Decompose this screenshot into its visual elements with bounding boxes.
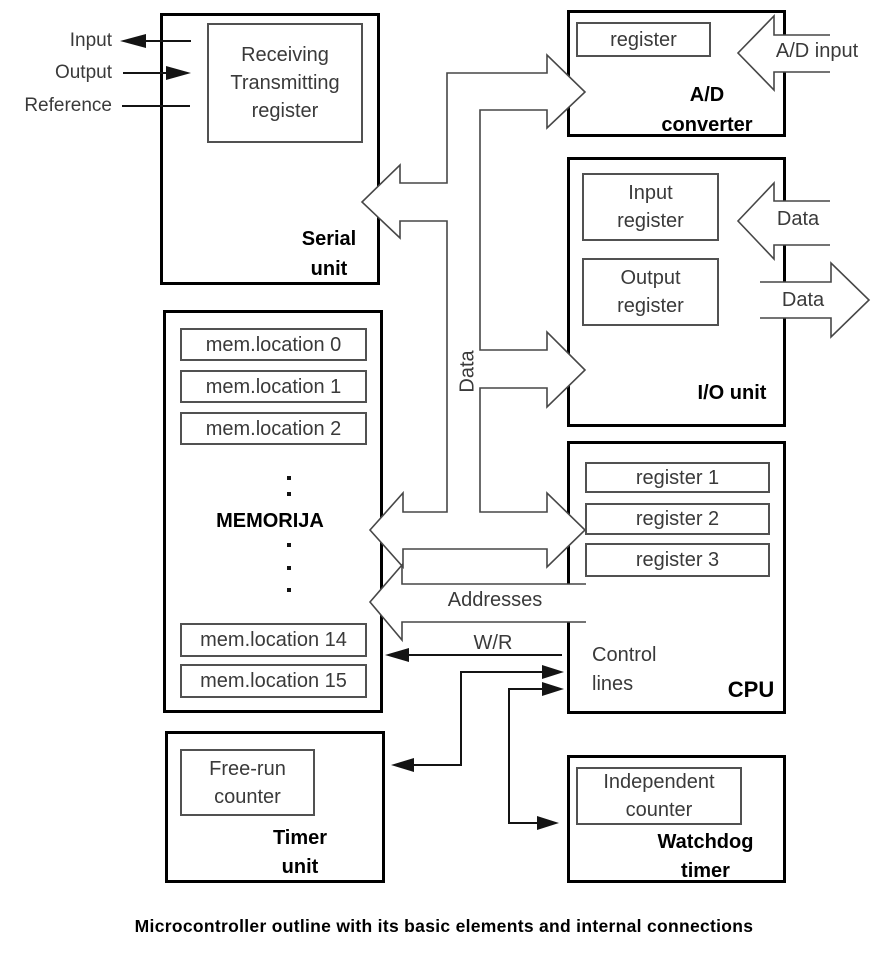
mem-location-14-label: mem.location 14 bbox=[200, 629, 347, 651]
ad-converter-title: A/D converter bbox=[627, 80, 787, 140]
pin-label-output: Output bbox=[54, 62, 112, 83]
pin-label-input: Input bbox=[69, 30, 112, 51]
control-lines-line2: lines bbox=[592, 673, 634, 695]
watchdog-timer-title: Watchdog timer bbox=[618, 828, 793, 886]
output-register-line1: Output bbox=[620, 267, 681, 289]
pin-label-reference: Reference bbox=[24, 95, 112, 116]
output-pin-arrowhead bbox=[166, 66, 191, 80]
watchdog-timer-title-line2: timer bbox=[681, 860, 730, 882]
io-data-in-arrow-fill bbox=[738, 183, 830, 259]
free-run-line2: counter bbox=[214, 785, 281, 808]
mem-location-14-box: mem.location 14 bbox=[180, 623, 367, 657]
ad-input-arrow bbox=[736, 14, 830, 92]
cpu-register-3-box: register 3 bbox=[585, 543, 770, 577]
mem-location-1-box: mem.location 1 bbox=[180, 370, 367, 403]
mem-location-0-box: mem.location 0 bbox=[180, 328, 367, 361]
serial-unit-title-line1: Serial bbox=[301, 228, 357, 250]
memory-title: MEMORIJA bbox=[216, 510, 324, 532]
cpu-register-2-label: register 2 bbox=[635, 508, 720, 530]
mem-location-2-box: mem.location 2 bbox=[180, 412, 367, 445]
addresses-label: Addresses bbox=[447, 589, 543, 611]
mem-location-0-label: mem.location 0 bbox=[205, 333, 342, 356]
timer-unit-title: Timer unit bbox=[240, 824, 360, 882]
cpu-register-1-label: register 1 bbox=[635, 466, 720, 489]
control-line-timer-head-left bbox=[391, 758, 414, 772]
receiving-transmitting-register-box: Receiving Transmitting register bbox=[207, 23, 363, 143]
transmitting-label: Transmitting bbox=[230, 72, 340, 94]
mem-location-15-box: mem.location 15 bbox=[180, 664, 367, 698]
mem-location-1-label: mem.location 1 bbox=[205, 375, 342, 398]
control-lines-label: Control lines bbox=[592, 641, 682, 699]
independent-counter-line1: Independent bbox=[603, 771, 715, 793]
receiving-label: Receiving bbox=[241, 44, 329, 66]
input-register-line2: register bbox=[617, 210, 684, 232]
input-register-box: Input register bbox=[582, 173, 719, 241]
input-register-line1: Input bbox=[628, 182, 673, 204]
io-data-out-arrow-fill bbox=[760, 263, 869, 337]
control-line-watchdog-head-right bbox=[542, 682, 564, 696]
control-lines-line1: Control bbox=[592, 644, 657, 666]
output-register-line2: register bbox=[617, 295, 684, 317]
free-run-counter-box: Free-run counter bbox=[180, 749, 315, 816]
adc-register-label: register bbox=[610, 28, 677, 51]
io-data-out-arrow bbox=[760, 261, 871, 339]
memory-ellipsis-dot bbox=[287, 588, 291, 592]
control-line-timer-head-right bbox=[542, 665, 564, 679]
data-bus-arrow bbox=[360, 53, 587, 570]
output-register-box: Output register bbox=[582, 258, 719, 326]
wr-label: W/R bbox=[473, 632, 513, 654]
io-unit-title: I/O unit bbox=[697, 382, 767, 404]
input-pin-arrowhead bbox=[120, 34, 146, 48]
control-line-watchdog bbox=[508, 688, 542, 824]
mem-location-15-label: mem.location 15 bbox=[200, 670, 347, 692]
memory-ellipsis-dot bbox=[287, 543, 291, 547]
timer-unit-title-line1: Timer bbox=[272, 827, 328, 849]
memory-ellipsis-dot bbox=[287, 476, 291, 480]
ad-input-label: A/D input bbox=[775, 40, 859, 62]
io-data-in-label: Data bbox=[776, 208, 820, 230]
cpu-register-1-box: register 1 bbox=[585, 462, 770, 493]
memory-ellipsis-dot bbox=[287, 492, 291, 496]
register-label: register bbox=[251, 100, 319, 122]
independent-counter-line2: counter bbox=[625, 799, 693, 821]
watchdog-timer-title-line1: Watchdog bbox=[657, 831, 754, 853]
ad-converter-title-line2: converter bbox=[661, 114, 753, 136]
mem-location-2-label: mem.location 2 bbox=[205, 417, 342, 440]
timer-unit-title-line2: unit bbox=[281, 856, 319, 878]
wr-arrowhead bbox=[385, 648, 409, 662]
data-bus-label: Data bbox=[456, 350, 479, 393]
free-run-line1: Free-run bbox=[209, 757, 286, 780]
cpu-register-3-label: register 3 bbox=[635, 549, 720, 571]
serial-unit-title: Serial unit bbox=[269, 224, 389, 284]
control-line-timer bbox=[409, 671, 542, 766]
io-data-out-label: Data bbox=[781, 289, 825, 311]
cpu-register-2-box: register 2 bbox=[585, 503, 770, 535]
control-line-watchdog-head-bottom bbox=[537, 816, 559, 830]
independent-counter-box: Independent counter bbox=[576, 767, 742, 825]
addresses-arrow bbox=[368, 562, 586, 643]
serial-unit-title-line2: unit bbox=[310, 258, 348, 280]
ad-converter-title-line1: A/D bbox=[689, 84, 725, 106]
cpu-title: CPU bbox=[727, 677, 775, 702]
figure-caption: Microcontroller outline with its basic e… bbox=[134, 916, 754, 936]
memory-ellipsis-dot bbox=[287, 566, 291, 570]
adc-register-box: register bbox=[576, 22, 711, 57]
io-data-in-arrow bbox=[736, 180, 830, 262]
